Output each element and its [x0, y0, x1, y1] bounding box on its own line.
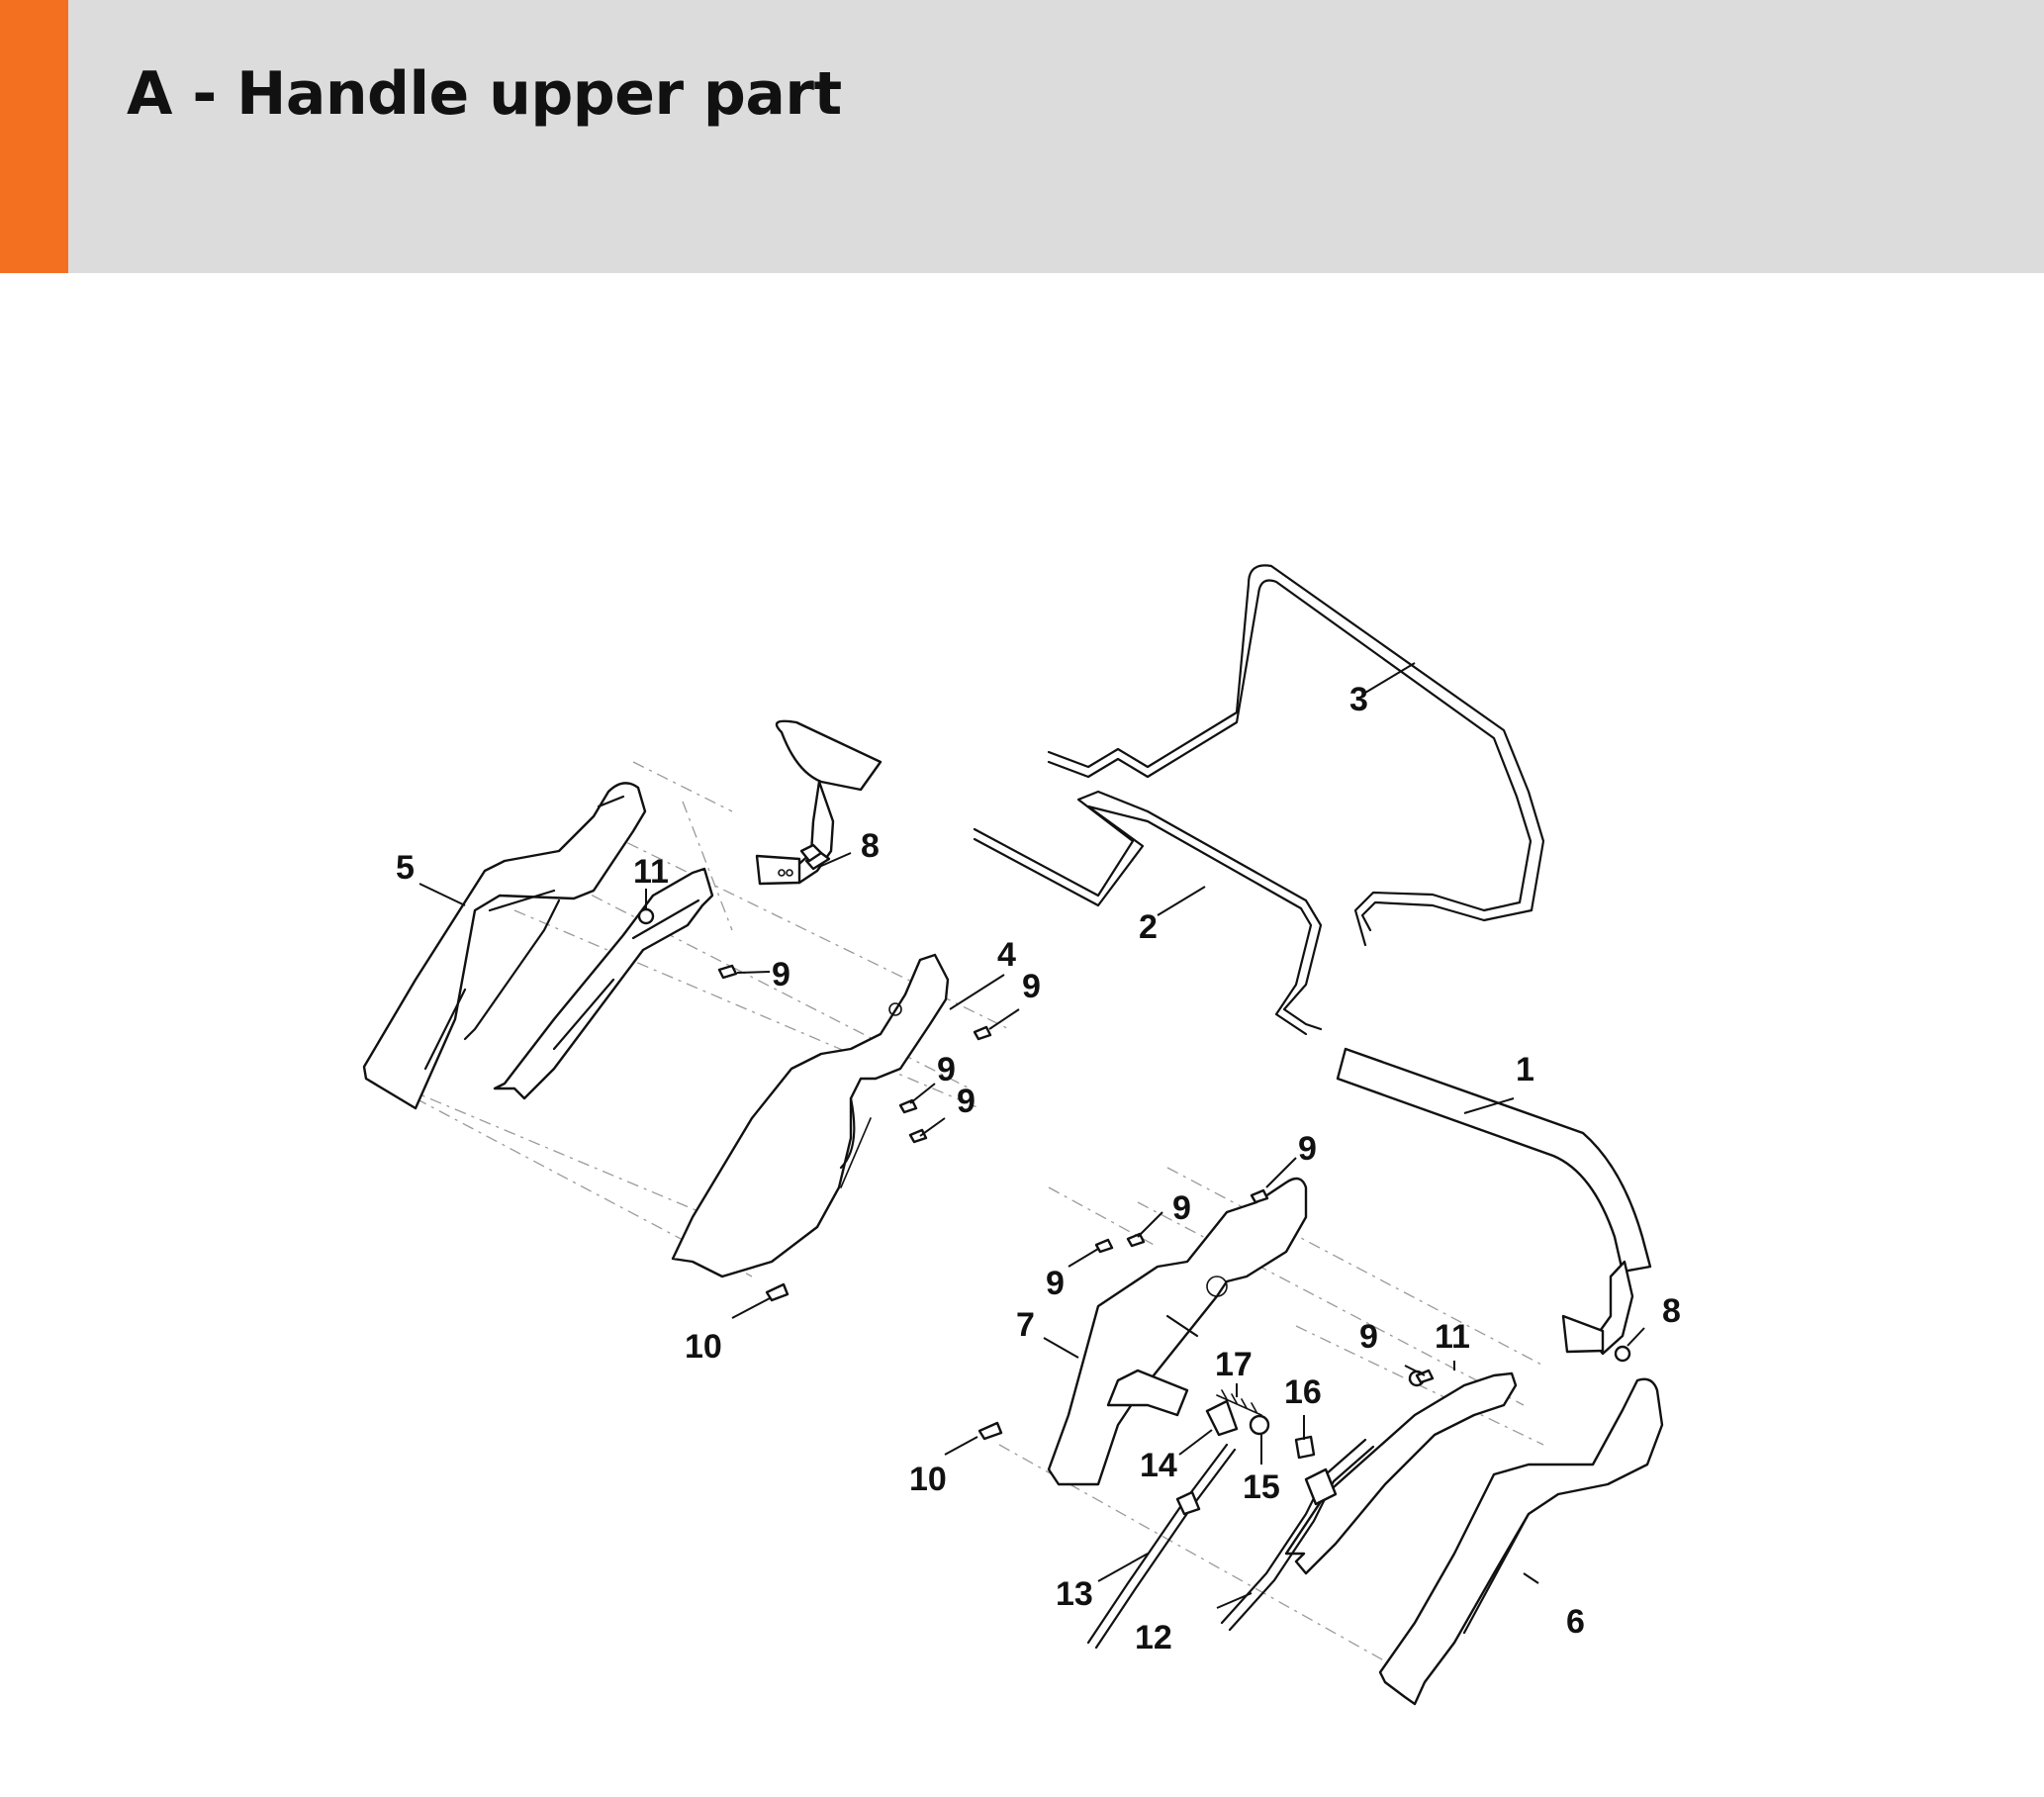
callout-labels: 3 2 1 4 5 6 7 8 8 11 11 9 9 9 9 9 9 9 9 … — [396, 681, 1681, 1656]
callout-10-right: 10 — [909, 1461, 947, 1498]
accent-bar — [0, 0, 68, 273]
bowden-cables — [1086, 1438, 1375, 1650]
lever-housing-part-7 — [1047, 1177, 1308, 1486]
callout-14: 14 — [1140, 1447, 1177, 1484]
callout-11-left: 11 — [633, 853, 669, 891]
callout-11-right: 11 — [1435, 1318, 1470, 1356]
handle-tube-right — [1284, 1371, 1518, 1575]
page-title: A - Handle upper part — [127, 59, 842, 129]
header-band — [0, 0, 2044, 273]
callout-3: 3 — [1349, 681, 1368, 718]
callout-2: 2 — [1139, 908, 1158, 946]
callout-13: 13 — [1056, 1575, 1093, 1613]
callout-15: 15 — [1243, 1468, 1280, 1506]
fasteners — [637, 843, 1631, 1460]
callout-17: 17 — [1215, 1346, 1253, 1383]
callout-7: 7 — [1016, 1306, 1035, 1344]
callout-1: 1 — [1516, 1051, 1534, 1088]
callout-9-d: 9 — [957, 1083, 976, 1120]
handle-bar-part-3 — [1047, 564, 1545, 947]
cover-half-part-5 — [362, 782, 647, 1110]
callout-9-c: 9 — [937, 1051, 956, 1088]
callout-leaders — [418, 662, 1645, 1609]
cover-half-part-6 — [1378, 1377, 1664, 1706]
callout-9-h: 9 — [1359, 1318, 1378, 1356]
control-bail-part-2 — [973, 790, 1323, 1036]
callout-16: 16 — [1284, 1373, 1322, 1411]
callout-8-left: 8 — [861, 827, 880, 865]
cover-half-part-4 — [671, 953, 950, 1278]
lower-handle-tube-part-1 — [1336, 1047, 1652, 1356]
handle-tube-left — [493, 867, 714, 1100]
callout-9-e: 9 — [1298, 1130, 1317, 1168]
callout-9-f: 9 — [1172, 1189, 1191, 1227]
callout-9-a: 9 — [772, 956, 790, 993]
callout-9-b: 9 — [1022, 968, 1041, 1005]
callout-5: 5 — [396, 849, 415, 887]
callout-6: 6 — [1566, 1603, 1585, 1641]
callout-9-g: 9 — [1046, 1265, 1065, 1302]
callout-8-right: 8 — [1662, 1292, 1681, 1330]
grip-stub-part-8-left — [755, 719, 883, 886]
callout-12: 12 — [1135, 1619, 1172, 1656]
callout-10-left: 10 — [685, 1328, 722, 1366]
callout-4: 4 — [997, 936, 1016, 974]
